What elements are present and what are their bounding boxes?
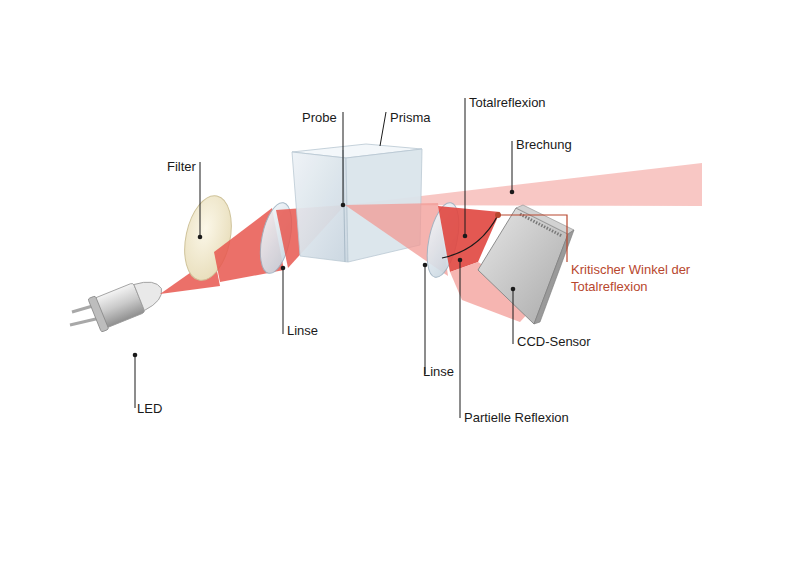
part-label: Linse [287,322,318,339]
part-label: Probe [302,109,337,126]
led-symbol [70,272,168,332]
part-label: Linse [423,363,454,380]
part-label: LED [137,400,162,417]
leader-dot [495,212,501,218]
part-label: Totalreflexion [469,94,546,111]
part-label: Brechung [516,136,572,153]
angle-arc [442,215,498,258]
part-label: Prisma [390,109,430,126]
part-label: Partielle Reflexion [464,409,569,426]
ccd-sensor [478,205,574,324]
part-label: CCD-Sensor [517,333,591,350]
leader-dots [133,190,516,358]
leader-line [498,215,567,262]
part-label: Kritischer Winkel der Totalreflexion [571,261,693,295]
part-label: Filter [167,158,196,175]
leader-lines [135,98,513,418]
